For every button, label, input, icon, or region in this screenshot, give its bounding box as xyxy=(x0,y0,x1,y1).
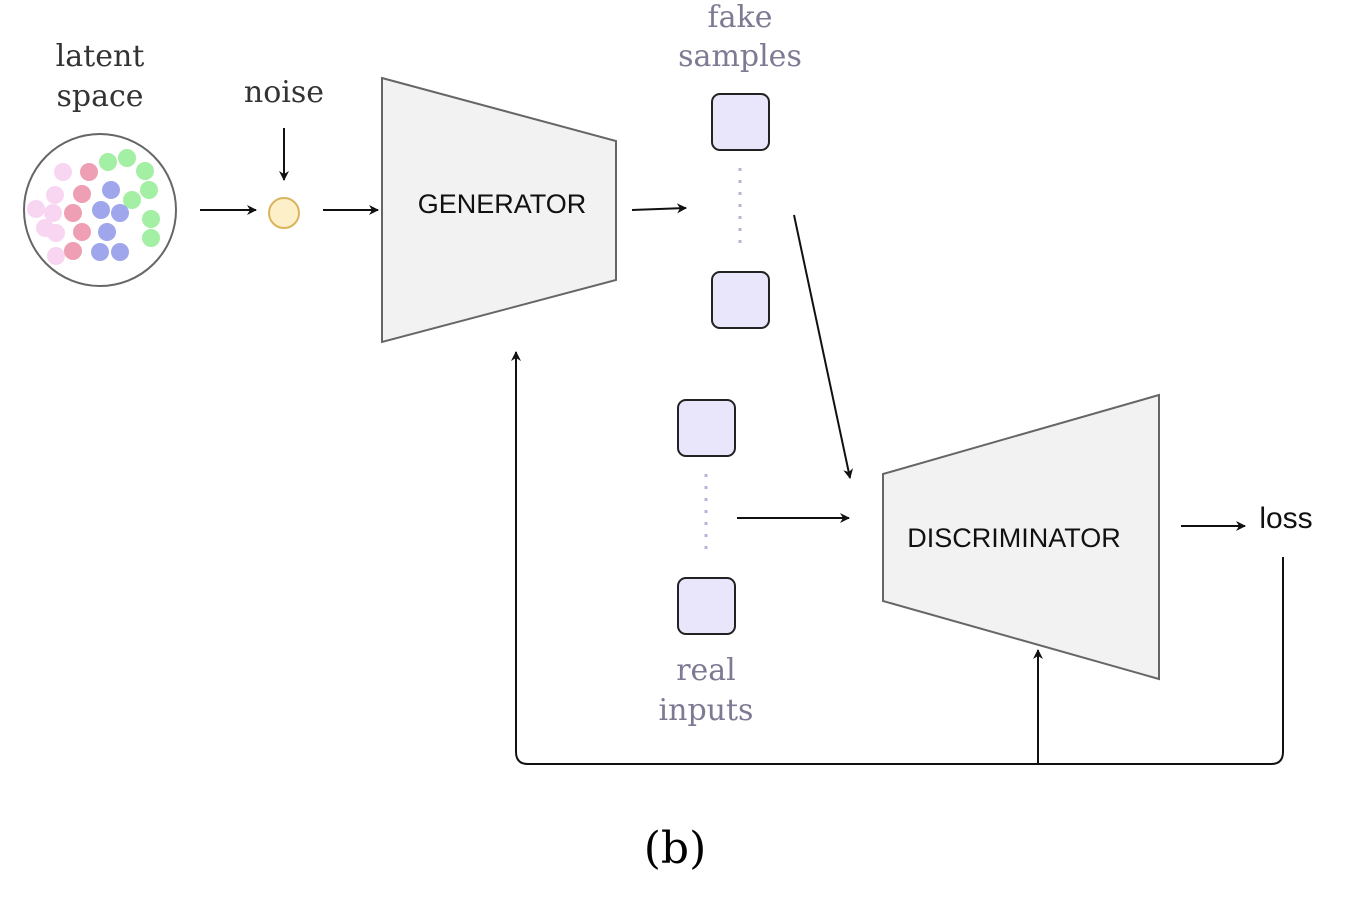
latent-point xyxy=(64,242,82,260)
feedback-loop-line xyxy=(511,351,1284,765)
latent-point xyxy=(92,201,110,219)
fake-to-discriminator-arrow xyxy=(793,214,854,479)
latent-point xyxy=(46,186,64,204)
real-input-box-top xyxy=(677,399,736,457)
noise-label: noise xyxy=(244,75,324,110)
fake-label-line1: fake xyxy=(708,0,773,35)
latent-point xyxy=(47,247,65,265)
latent-point xyxy=(140,181,158,199)
real-label-line1: real xyxy=(676,653,736,688)
latent-point xyxy=(47,224,65,242)
latent-point xyxy=(73,185,91,203)
latent-point xyxy=(142,210,160,228)
latent-point xyxy=(136,162,154,180)
latent-point xyxy=(118,149,136,167)
latent-label-line1: latent xyxy=(56,39,145,74)
real-label-line2: inputs xyxy=(659,693,754,728)
latent-point xyxy=(123,191,141,209)
latent-point xyxy=(44,204,62,222)
latent-point xyxy=(73,223,91,241)
figure-caption: (b) xyxy=(644,823,707,874)
latent-point xyxy=(98,223,116,241)
generator-label: GENERATOR xyxy=(418,189,587,219)
latent-label-line2: space xyxy=(56,79,143,114)
latent-point xyxy=(111,243,129,261)
latent-point xyxy=(80,163,98,181)
latent-point xyxy=(54,163,72,181)
latent-point xyxy=(102,181,120,199)
noise-node xyxy=(268,197,300,229)
latent-point xyxy=(27,200,45,218)
discriminator-block xyxy=(882,393,1160,681)
fake-sample-box-bottom xyxy=(711,271,770,329)
latent-point xyxy=(91,243,109,261)
latent-point xyxy=(142,229,160,247)
real-input-box-bottom xyxy=(677,577,736,635)
loss-label: loss xyxy=(1259,502,1312,535)
fake-sample-box-top xyxy=(711,93,770,151)
latent-point xyxy=(64,204,82,222)
generator-to-fake-arrow xyxy=(631,203,687,214)
latent-point xyxy=(111,204,129,222)
discriminator-label: DISCRIMINATOR xyxy=(907,523,1121,553)
fake-label-line2: samples xyxy=(678,39,802,74)
latent-points xyxy=(27,149,160,265)
generator-block xyxy=(381,76,617,344)
latent-point xyxy=(99,153,117,171)
